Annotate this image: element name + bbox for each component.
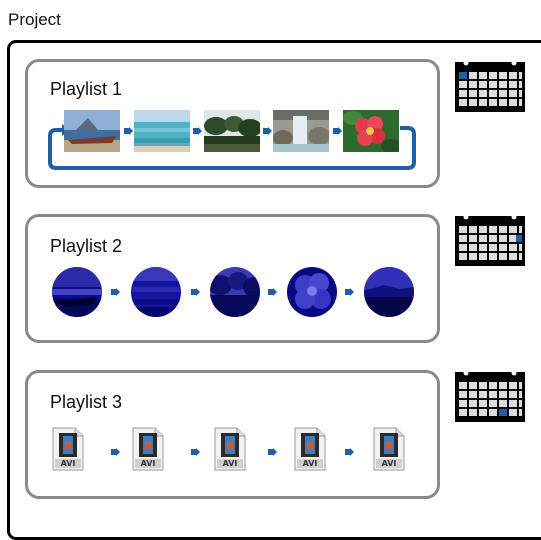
arrow-right-icon	[345, 288, 354, 296]
avi-file-label: AVI	[381, 459, 397, 468]
blue-trees-circle[interactable]	[210, 267, 260, 317]
arrow-right-icon	[263, 127, 272, 135]
arrow-right-icon	[268, 448, 277, 456]
avi-file-icon[interactable]: AVI	[372, 427, 406, 471]
blue-horizon-circle[interactable]	[364, 267, 414, 317]
arrow-right-icon	[124, 127, 133, 135]
blue-sea-circle[interactable]	[131, 267, 181, 317]
arrow-right-icon	[191, 288, 200, 296]
avi-file-icon[interactable]: AVI	[51, 427, 85, 471]
turquoise-sea-photo[interactable]	[134, 110, 190, 152]
arrow-right-icon	[333, 127, 342, 135]
avi-file-label: AVI	[140, 459, 156, 468]
arrow-right-icon	[191, 448, 200, 456]
playlist-1-title: Playlist 1	[50, 79, 123, 99]
avi-file-label: AVI	[302, 459, 318, 468]
arrow-right-icon	[111, 448, 120, 456]
calendar-icon[interactable]	[454, 368, 526, 423]
arrow-right-icon	[268, 288, 277, 296]
blue-flower-circle[interactable]	[287, 267, 337, 317]
arrow-right-icon	[193, 127, 202, 135]
palm-trees-photo[interactable]	[204, 110, 260, 152]
hibiscus-flower-photo[interactable]	[343, 110, 399, 152]
avi-file-label: AVI	[222, 459, 238, 468]
calendar-icon[interactable]	[454, 212, 526, 267]
project-title: Project	[8, 10, 61, 29]
arrow-right-icon	[111, 288, 120, 296]
avi-file-icon[interactable]: AVI	[131, 427, 165, 471]
arrow-right-icon	[345, 448, 354, 456]
beach-boat-photo[interactable]	[64, 110, 120, 152]
avi-file-icon[interactable]: AVI	[293, 427, 327, 471]
blue-beach-circle[interactable]	[52, 267, 102, 317]
playlist-2-title: Playlist 2	[50, 236, 123, 256]
waterfall-rocks-photo[interactable]	[273, 110, 329, 152]
avi-file-icon[interactable]: AVI	[213, 427, 247, 471]
calendar-icon[interactable]	[454, 58, 526, 113]
playlist-3-title: Playlist 3	[50, 392, 123, 412]
avi-file-label: AVI	[60, 459, 76, 468]
